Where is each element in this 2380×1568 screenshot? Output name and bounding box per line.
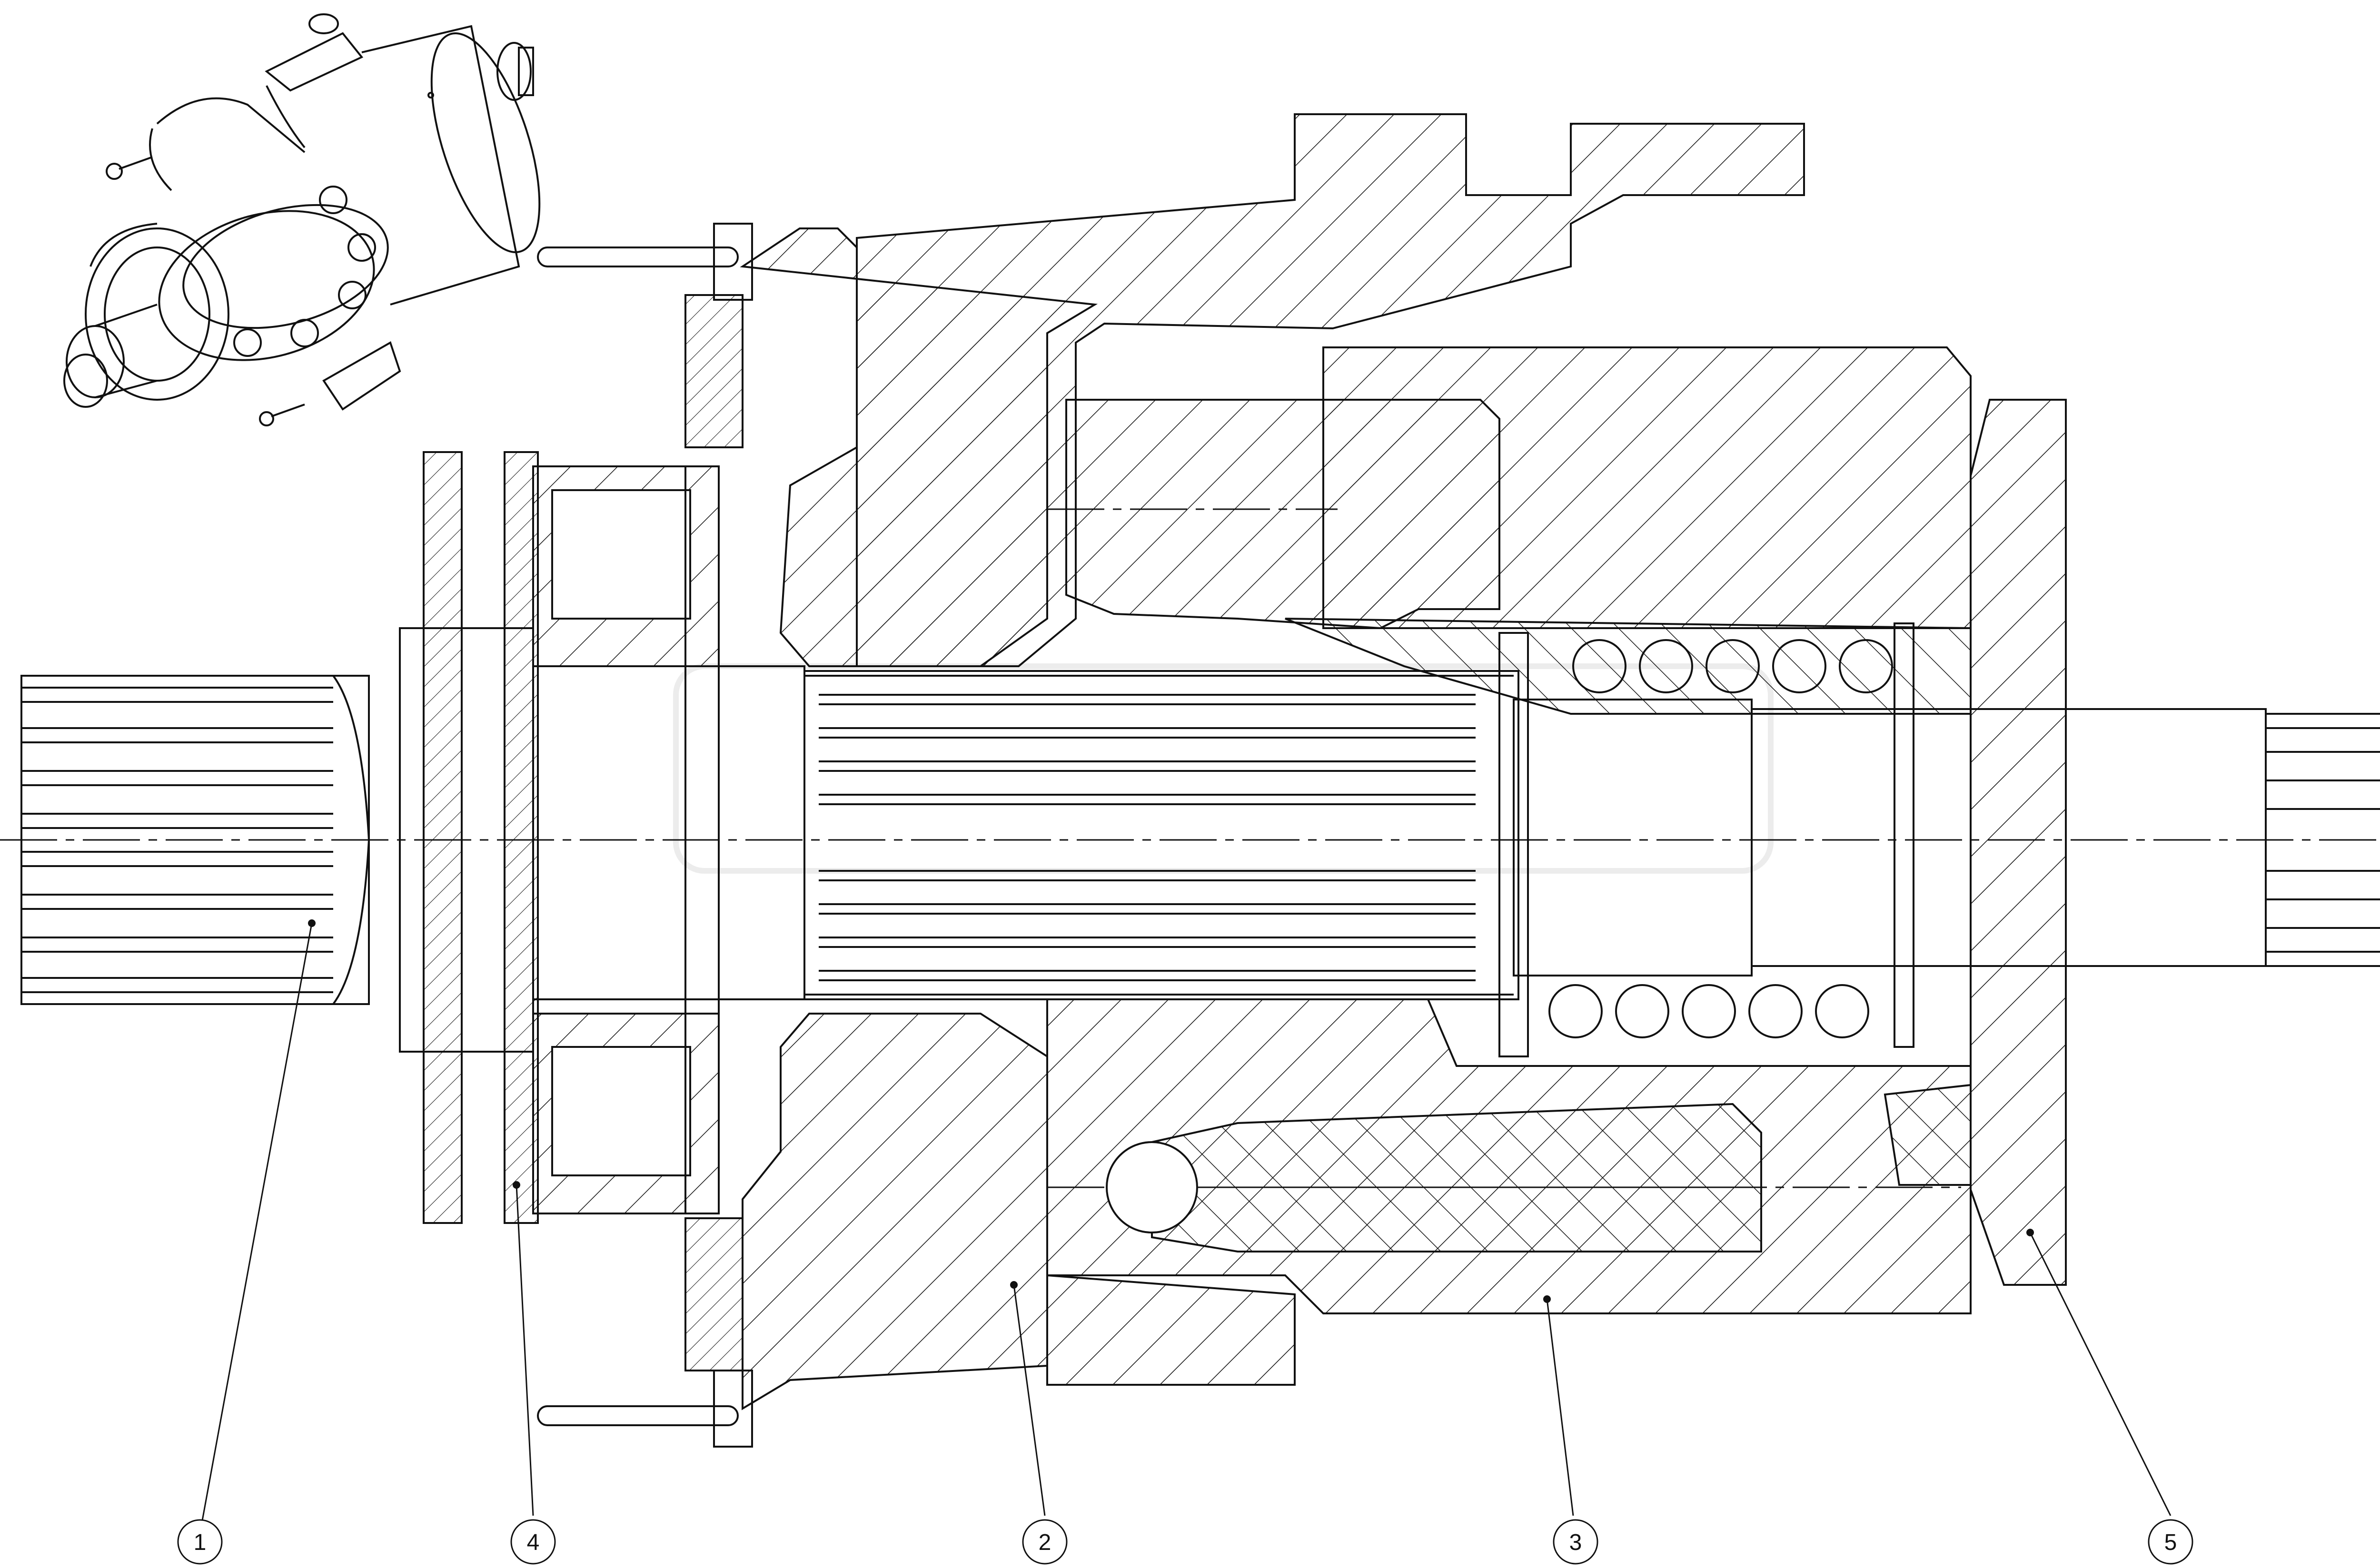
callout-5-label: 5 — [2164, 1530, 2177, 1555]
piston — [1106, 1103, 1762, 1252]
leader-dots — [308, 919, 2034, 1303]
callout-3: 3 — [1553, 1519, 1598, 1565]
callout-4: 4 — [510, 1519, 556, 1565]
callout-2: 2 — [1022, 1519, 1068, 1565]
front-bearing — [423, 451, 720, 1224]
input-spline — [20, 675, 370, 1005]
callout-5: 5 — [2148, 1519, 2193, 1565]
callout-2-label: 2 — [1039, 1530, 1051, 1555]
return-springs — [1498, 622, 1914, 1057]
callout-4-label: 4 — [527, 1530, 540, 1555]
callout-leaders — [201, 923, 2172, 1521]
swash-plate — [1884, 399, 2067, 1286]
bolts — [537, 247, 739, 1426]
pump-3d-view — [63, 13, 541, 426]
callout-1-label: 1 — [194, 1530, 207, 1555]
callout-3-label: 3 — [1569, 1530, 1582, 1555]
callout-1: 1 — [177, 1519, 223, 1565]
